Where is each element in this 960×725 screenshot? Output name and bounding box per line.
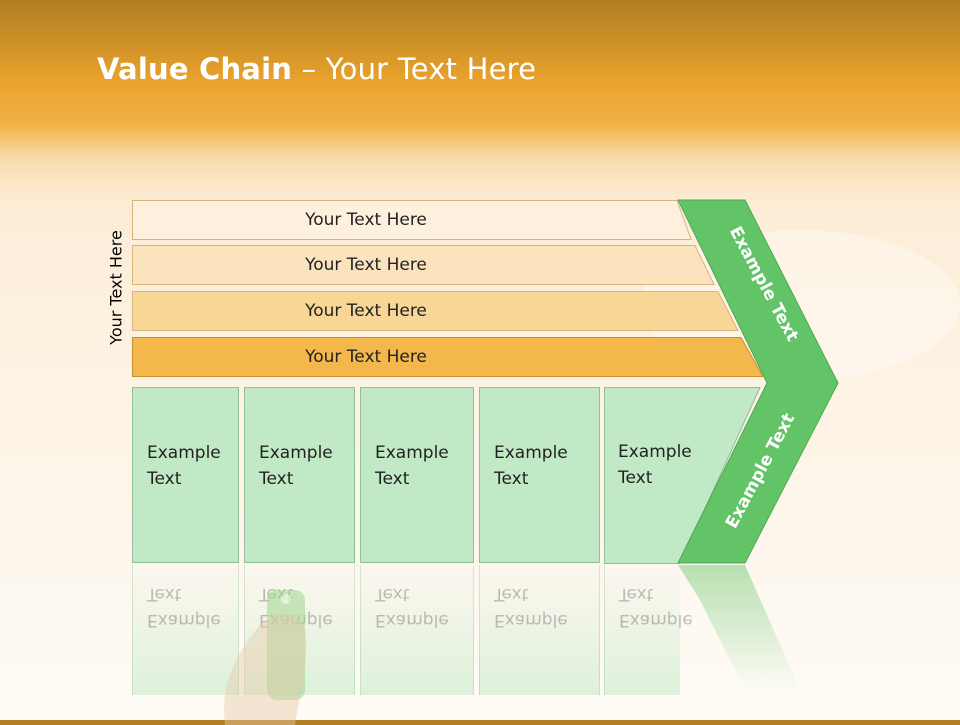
activity-cell-1: Example Text — [132, 387, 239, 563]
band-1-label: Your Text Here — [305, 210, 427, 230]
cell-1-line2: Text — [147, 469, 182, 489]
page-title: Value Chain – Your Text Here — [97, 52, 536, 86]
band-3-label: Your Text Here — [305, 301, 427, 321]
band-2-label: Your Text Here — [305, 255, 427, 275]
cells-reflection: Example Text Example Text Example Text E… — [0, 565, 960, 695]
activity-cell-4: Example Text — [479, 387, 600, 563]
reflection-cell-1-line1: Example — [147, 610, 221, 630]
activity-cell-2: Example Text — [244, 387, 355, 563]
side-label: Your Text Here — [106, 230, 126, 345]
reflection-cell-2: Example Text — [244, 565, 355, 695]
band-4-label: Your Text Here — [305, 347, 427, 367]
reflection-cell-3-line2: Text — [375, 584, 410, 604]
reflection-cell-4-line1: Example — [494, 610, 568, 630]
reflection-cell-5-line2: Text — [619, 584, 654, 604]
cell-4-line2: Text — [494, 469, 529, 489]
reflection-cell-1: Example Text — [132, 565, 239, 695]
cell-5-line1: Example — [618, 442, 692, 462]
cell-5-line2: Text — [618, 468, 653, 488]
activity-cell-3: Example Text — [360, 387, 474, 563]
reflection-cell-4-line2: Text — [494, 584, 529, 604]
cell-4-line1: Example — [494, 443, 568, 463]
reflection-cell-4: Example Text — [479, 565, 600, 695]
reflection-cell-3: Example Text — [360, 565, 474, 695]
reflection-cell-3-line1: Example — [375, 610, 449, 630]
activity-cell-5: Example Text — [604, 387, 692, 491]
reflection-cell-2-line1: Example — [259, 610, 333, 630]
title-rest: – Your Text Here — [292, 52, 537, 86]
band-4-shape — [132, 337, 764, 377]
cell-3-line1: Example — [375, 443, 449, 463]
cell-2-line2: Text — [259, 469, 294, 489]
cell-3-line2: Text — [375, 469, 410, 489]
cell-1-line1: Example — [147, 443, 221, 463]
band-1: Your Text Here — [132, 200, 740, 240]
reflection-cell-1-line2: Text — [147, 584, 182, 604]
band-3: Your Text Here — [132, 291, 740, 331]
cell-2-line1: Example — [259, 443, 333, 463]
band-3-shape — [132, 291, 739, 331]
reflection-cell-5: Example Text — [604, 565, 693, 695]
band-2-shape — [132, 245, 715, 285]
reflection-cell-5-line1: Example — [619, 610, 693, 630]
hand-remote-illustration — [224, 590, 307, 725]
reflection-cell-2-line2: Text — [259, 584, 294, 604]
band-4: Your Text Here — [132, 337, 764, 377]
band-2: Your Text Here — [132, 245, 740, 285]
title-bold: Value Chain — [97, 52, 293, 86]
chevron-reflection — [678, 565, 800, 690]
